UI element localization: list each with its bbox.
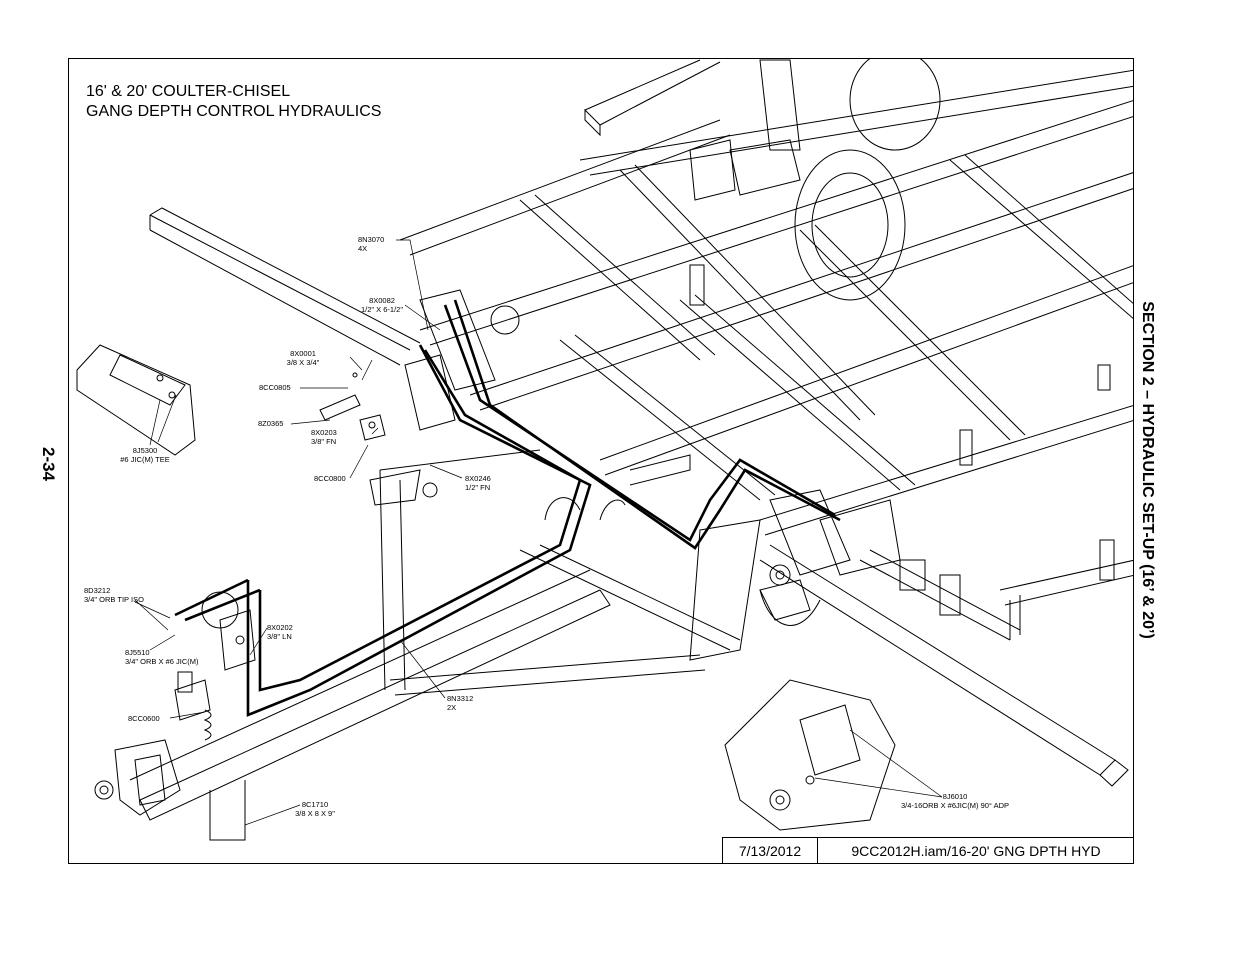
callout-8x0203: 8X0203 3/8" FN xyxy=(311,428,337,446)
hitch-clevis xyxy=(94,739,181,816)
main-frame xyxy=(399,59,1133,641)
callout-8n3070: 8N3070 4X xyxy=(358,235,385,253)
drawing-title: 16' & 20' COULTER-CHISEL GANG DEPTH CONT… xyxy=(86,82,381,122)
callout-8cc0800: 8CC0800 xyxy=(314,474,346,483)
drawing-frame xyxy=(68,58,1134,864)
title-block-date: 7/13/2012 xyxy=(723,838,818,864)
title-line-2: GANG DEPTH CONTROL HYDRAULICS xyxy=(86,103,382,120)
title-line-1: 16' & 20' COULTER-CHISEL xyxy=(86,83,291,100)
detail-hose-holder xyxy=(174,591,256,841)
callout-8x0246: 8X0246 1/2" FN xyxy=(465,474,491,492)
callout-8d3212: 8D3212 3/4" ORB TIP ISO xyxy=(84,586,144,604)
gauge-wheel xyxy=(689,59,941,301)
callout-8n3312: 8N3312 2X xyxy=(447,694,474,712)
callout-8x0202: 8X0202 3/8" LN xyxy=(267,623,293,641)
callout-8cc0600: 8CC0600 xyxy=(128,714,160,723)
title-block-file: 9CC2012H.iam/16-20' GNG DPTH HYD xyxy=(851,843,1101,859)
detail-adapter xyxy=(724,679,896,831)
callout-8j5300: 8J5300 #6 JIC(M) TEE xyxy=(120,446,170,464)
hydraulic-hoses xyxy=(174,299,841,717)
detail-tee-mount xyxy=(76,344,196,456)
callout-8c1710: 8C1710 3/8 X 8 X 9" xyxy=(295,800,335,818)
axle-tube xyxy=(759,544,1129,787)
callout-8j5510: 8J5510 3/4" ORB X #6 JIC(M) xyxy=(125,648,199,666)
callout-8x0082: 8X0082 1/2" X 6-1/2" xyxy=(360,296,403,314)
hose-clamp-bracket xyxy=(319,372,386,441)
leader-lines xyxy=(134,239,943,826)
frame-brackets xyxy=(689,264,1115,616)
title-block: 7/13/2012 9CC2012H.iam/16-20' GNG DPTH H… xyxy=(722,837,1134,864)
rear-crossbar xyxy=(149,207,421,366)
pivot-arrows xyxy=(544,497,821,626)
callout-8cc0805: 8CC0805 xyxy=(259,383,291,392)
callout-8x0001: 8X0001 3/8 X 3/4" xyxy=(286,349,320,367)
callout-8j6010: 8J6010 3/4-16ORB X #6JIC(M) 90° ADP xyxy=(900,792,1010,810)
callout-8z0365: 8Z0365 xyxy=(258,419,284,428)
hitch-tongue xyxy=(129,449,761,821)
